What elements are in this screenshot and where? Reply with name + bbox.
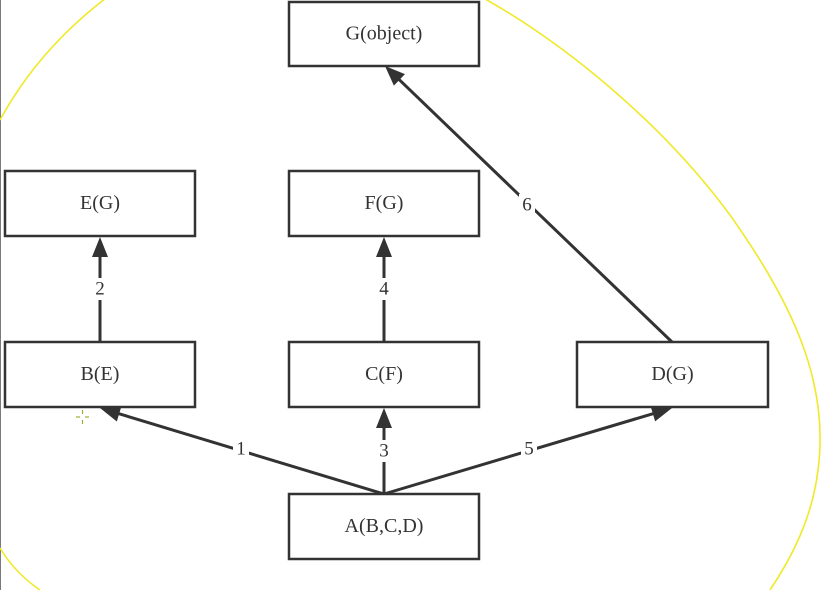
node-d: D(G): [575, 340, 770, 409]
node-box-d: [575, 340, 770, 409]
node-box-b: [3, 340, 197, 409]
edge-label-background: [521, 438, 537, 460]
node-label-d: D(G): [651, 363, 693, 385]
arrowhead-icon: [100, 406, 122, 422]
edge-label-background: [519, 194, 535, 216]
node-label-e: E(G): [80, 192, 120, 214]
arrowhead-icon: [92, 237, 108, 257]
edge-label-background: [92, 278, 108, 300]
node-box-f: [287, 169, 481, 238]
node-label-b: B(E): [81, 363, 120, 385]
nodes-layer: G(object) E(G) F(G) B(E) C(F) D(G) A(B,C,D): [3, 0, 770, 561]
node-f: F(G): [287, 169, 481, 238]
arrowhead-icon: [376, 408, 392, 428]
edge-label-a-c: 3: [379, 440, 389, 461]
arrowhead-icon: [385, 66, 405, 86]
arrowhead-icon: [376, 237, 392, 257]
node-box-e: [3, 169, 197, 238]
edge-label-a-d: 5: [524, 438, 534, 459]
edge-label-c-f: 4: [379, 278, 389, 299]
edge-label-background: [376, 440, 392, 462]
edge-label-background: [233, 438, 249, 460]
edge-label-d-g: 6: [522, 194, 532, 215]
node-box-c: [287, 340, 481, 409]
cursor-crosshair-icon: [76, 410, 89, 424]
node-label-f: F(G): [365, 192, 404, 214]
node-g: G(object): [287, 0, 481, 68]
edges-layer: [92, 66, 674, 496]
node-box-a: [287, 492, 481, 561]
node-c: C(F): [287, 340, 481, 409]
node-b: B(E): [3, 340, 197, 409]
node-label-g: G(object): [346, 23, 423, 45]
node-box-g: [287, 0, 481, 68]
edge-label-a-b: 1: [236, 438, 246, 459]
edge-label-b-e: 2: [95, 278, 105, 299]
node-e: E(G): [3, 169, 197, 238]
arrowhead-icon: [650, 406, 672, 422]
edge-line-a-b: [116, 411, 385, 496]
edge-line-a-d: [383, 411, 656, 496]
node-label-a: A(B,C,D): [345, 515, 424, 537]
node-label-c: C(F): [365, 363, 403, 385]
edge-label-background: [376, 278, 392, 300]
edge-labels-layer: 1 2 3 4 5 6: [92, 194, 537, 462]
node-a: A(B,C,D): [287, 492, 481, 561]
